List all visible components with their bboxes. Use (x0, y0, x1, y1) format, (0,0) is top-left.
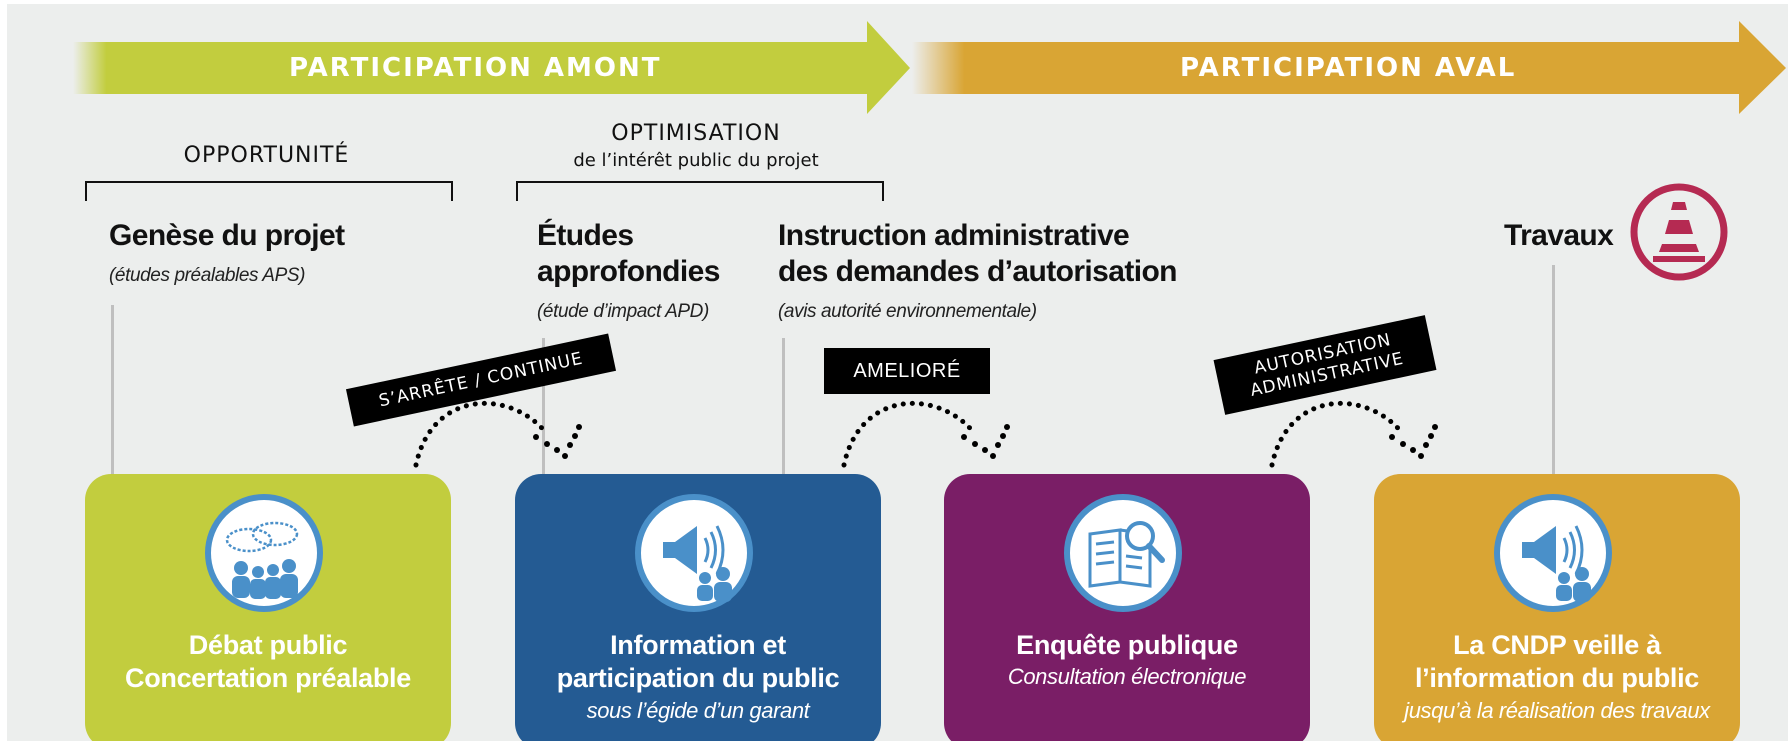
step-instruction-line1: Instruction administrative (778, 219, 1130, 252)
step-etudes-sub: (étude d’impact APD) (537, 301, 709, 322)
card-info-icon-circle (635, 494, 753, 612)
connector-genese (111, 305, 114, 475)
dotted-arrows (413, 401, 1438, 468)
section-opportunite: OPPORTUNITÉ (183, 143, 350, 168)
traffic-cone-icon (1630, 183, 1728, 281)
section-optimisation: OPTIMISATION (611, 121, 781, 146)
diagram-canvas: PARTICIPATION AMONT PARTICIPATION AVAL O… (7, 4, 1788, 741)
card-enquete-publique: Enquête publique Consultation électroniq… (944, 474, 1310, 741)
card-debat-public: Débat public Concertation préalable (85, 474, 451, 741)
card-info-line2: participation du public (556, 663, 840, 693)
step-instruction-line2: des demandes d’autorisation (778, 255, 1178, 288)
connector-instruction (782, 338, 785, 475)
aval-arrow (912, 21, 1786, 114)
tag-ameliore: AMELIORÉ (824, 348, 990, 394)
card-enquete-sub: Consultation électronique (1007, 664, 1247, 689)
card-debat-line1: Débat public (188, 630, 348, 660)
step-travaux-title: Travaux (1504, 219, 1614, 252)
card-cndp-sub: jusqu’à la réalisation des travaux (1404, 698, 1710, 723)
card-enquete-title: Enquête publique (1016, 630, 1238, 660)
step-genese-sub: (études préalables APS) (109, 265, 306, 286)
connector-etudes (542, 338, 545, 475)
document-search-icon (1088, 521, 1165, 588)
step-instruction-sub: (avis autorité environnementale) (778, 301, 1037, 322)
optimisation-bracket (516, 181, 884, 201)
card-debat-line2: Concertation préalable (125, 663, 411, 693)
step-etudes-line1: Études (537, 219, 634, 252)
step-genese-title: Genèse du projet (109, 219, 345, 252)
banner-arrows (73, 21, 1786, 114)
card-info-line1: Information et (610, 630, 786, 660)
card-cndp-line2: l’information du public (1414, 663, 1700, 693)
banner-aval-label: PARTICIPATION AVAL (1180, 53, 1517, 83)
amont-arrow (73, 21, 910, 114)
section-optimisation-sub: de l’intérêt public du projet (573, 150, 819, 171)
card-cndp-line1: La CNDP veille à (1453, 630, 1661, 660)
card-enquete-icon-circle (1064, 494, 1182, 612)
megaphone-icon (663, 525, 732, 602)
card-info-sub: sous l’égide d’un garant (586, 698, 810, 723)
megaphone-icon (1522, 525, 1591, 602)
speech-bubbles-icon (225, 521, 299, 599)
card-cndp-icon-circle (1494, 494, 1612, 612)
card-information-participation: Information et participation du public s… (515, 474, 881, 741)
card-debat-icon-circle (205, 494, 323, 612)
opportunite-bracket (85, 181, 453, 201)
banner-amont-label: PARTICIPATION AMONT (289, 53, 662, 83)
connector-travaux (1552, 265, 1555, 475)
card-cndp: La CNDP veille à l’information du public… (1374, 474, 1740, 741)
step-etudes-line2: approfondies (537, 255, 720, 288)
